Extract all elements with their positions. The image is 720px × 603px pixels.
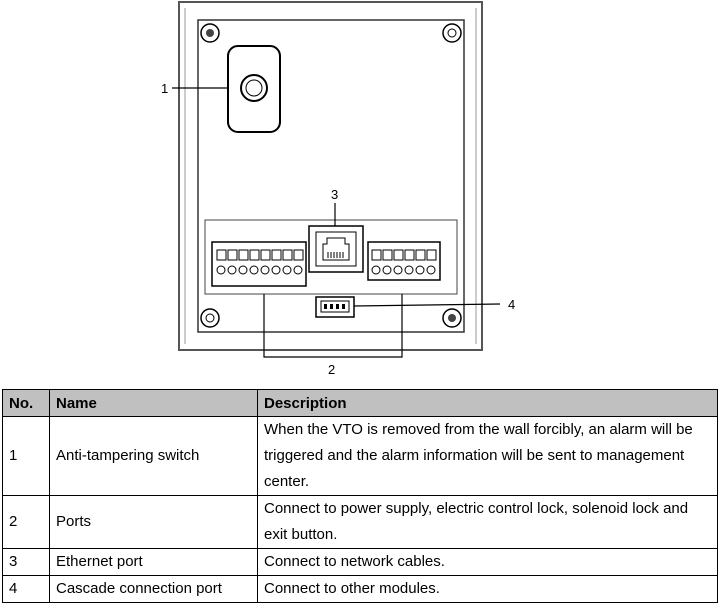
device-rear-diagram: 1 3 4 2	[161, 1, 515, 377]
cell-description: When the VTO is removed from the wall fo…	[257, 416, 718, 496]
screw-top-right-icon	[442, 23, 462, 43]
cell-no: 3	[2, 548, 50, 576]
cell-name: Ports	[49, 495, 258, 549]
header-name: Name	[49, 389, 258, 417]
cell-name: Ethernet port	[49, 548, 258, 576]
cell-no: 1	[2, 416, 50, 496]
callout-2: 2	[328, 362, 335, 377]
cell-description: Connect to power supply, electric contro…	[257, 495, 718, 549]
table-row: 3 Ethernet port Connect to network cable…	[2, 548, 718, 576]
terminal-block-left-icon	[211, 241, 307, 287]
cell-description: Connect to network cables.	[257, 548, 718, 576]
screw-bottom-right-icon	[442, 308, 462, 328]
table-row: 2 Ports Connect to power supply, electri…	[2, 495, 718, 549]
header-no: No.	[2, 389, 50, 417]
component-table: No. Name Description 1 Anti-tampering sw…	[2, 389, 718, 603]
cell-name: Anti-tampering switch	[49, 416, 258, 496]
ethernet-port-icon	[308, 225, 364, 273]
screw-bottom-left-icon	[200, 308, 220, 328]
cell-description: Connect to other modules.	[257, 575, 718, 603]
callout-4: 4	[508, 297, 515, 312]
table-row: 4 Cascade connection port Connect to oth…	[2, 575, 718, 603]
cell-name: Cascade connection port	[49, 575, 258, 603]
cell-no: 2	[2, 495, 50, 549]
callout-1: 1	[161, 81, 168, 96]
callout-3: 3	[331, 187, 338, 202]
table-header-row: No. Name Description	[2, 389, 718, 417]
table-row: 1 Anti-tampering switch When the VTO is …	[2, 416, 718, 496]
header-description: Description	[257, 389, 718, 417]
cascade-connector-icon	[315, 296, 355, 318]
cell-no: 4	[2, 575, 50, 603]
anti-tampering-switch-icon	[227, 45, 281, 133]
terminal-block-right-icon	[367, 241, 441, 281]
screw-top-left-icon	[200, 23, 220, 43]
